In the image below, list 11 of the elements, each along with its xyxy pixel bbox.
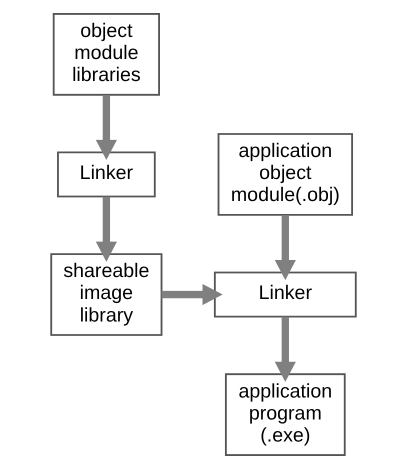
node-box: shareable image library xyxy=(50,252,162,336)
arrow xyxy=(274,214,296,280)
node-box: application program (.exe) xyxy=(224,372,346,456)
node-box: Linker xyxy=(214,271,357,318)
node-box: application object module(.obj) xyxy=(218,132,354,216)
node-box: Linker xyxy=(57,150,156,197)
node-box: object module libraries xyxy=(52,12,160,96)
arrow xyxy=(162,283,223,305)
arrow xyxy=(96,94,117,160)
arrow xyxy=(274,316,296,382)
arrow xyxy=(96,196,117,262)
